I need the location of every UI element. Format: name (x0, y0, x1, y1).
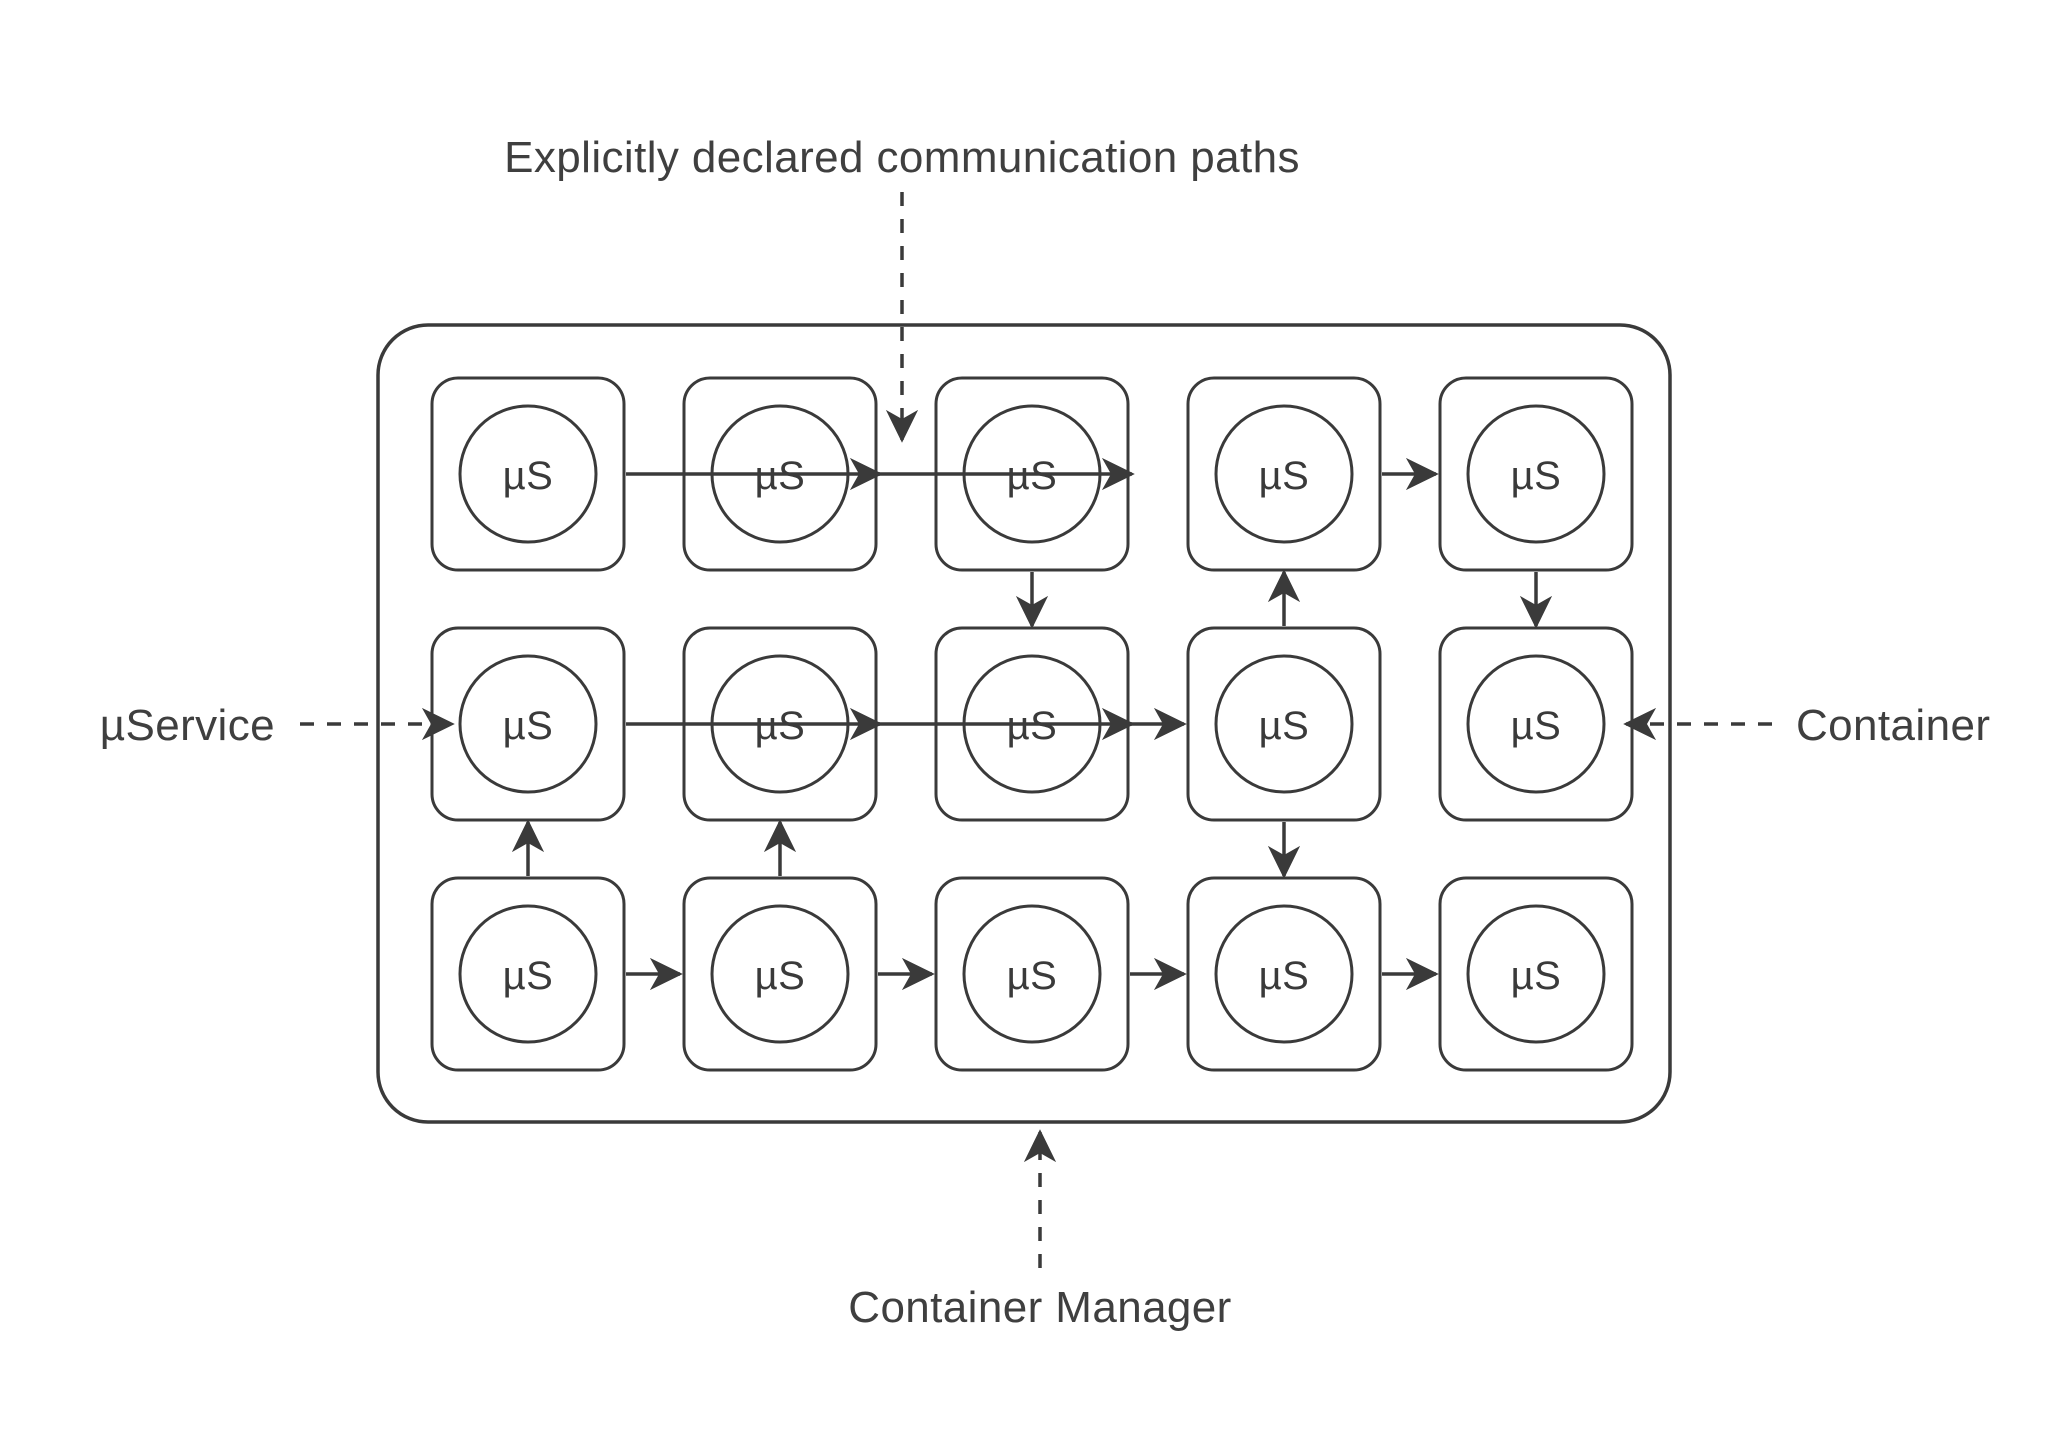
microservice-circle (1466, 654, 1606, 794)
microservice-circle (458, 404, 598, 544)
microservice-label: µS (1259, 704, 1310, 748)
microservice-label: µS (1259, 954, 1310, 998)
container-r3c1[interactable]: µS (430, 876, 626, 1072)
callout-container: Container (1623, 701, 1990, 750)
microservice-label: µS (503, 954, 554, 998)
microservice-circle (1466, 404, 1606, 544)
container-box (430, 876, 626, 1072)
container-manager-boundary (376, 323, 1672, 1124)
container-r3c5[interactable]: µS (1438, 876, 1634, 1072)
container-r1c4[interactable]: µS (1186, 376, 1382, 572)
container-box (1186, 626, 1382, 822)
callout-communication-paths: Explicitly declared communication paths (504, 133, 1300, 443)
callout-container-manager: Container Manager (848, 1129, 1231, 1332)
container-row-3: µS µS µS µS µS (430, 876, 1634, 1072)
container-box (430, 376, 626, 572)
container-box (1438, 876, 1634, 1072)
microservice-circle (1214, 654, 1354, 794)
microservice-label: µS (755, 454, 806, 498)
callout-label-container: Container (1796, 701, 1990, 750)
callout-microservice: µService (100, 701, 455, 750)
callout-label-container-manager: Container Manager (848, 1283, 1231, 1332)
container-row-2: µS µS µS µS µS (430, 626, 1634, 822)
container-row-1: µS µS µS µS µS (430, 376, 1634, 572)
microservice-circle (1466, 904, 1606, 1044)
container-r2c1[interactable]: µS (430, 626, 626, 822)
microservice-circle (1214, 404, 1354, 544)
microservice-circle (458, 904, 598, 1044)
microservice-label: µS (1259, 454, 1310, 498)
microservice-circle (1214, 904, 1354, 1044)
container-r3c3[interactable]: µS (934, 876, 1130, 1072)
container-r1c1[interactable]: µS (430, 376, 626, 572)
container-r3c4[interactable]: µS (1186, 876, 1382, 1072)
container-box (1438, 376, 1634, 572)
microservice-label: µS (503, 454, 554, 498)
container-r1c5[interactable]: µS (1438, 376, 1634, 572)
microservice-label: µS (1007, 454, 1058, 498)
microservice-circle (710, 904, 850, 1044)
container-r3c2[interactable]: µS (682, 876, 878, 1072)
microservice-label: µS (1511, 454, 1562, 498)
microservice-label: µS (1511, 954, 1562, 998)
microservice-label: µS (1007, 954, 1058, 998)
microservice-label: µS (1511, 704, 1562, 748)
container-box (682, 876, 878, 1072)
container-r2c5[interactable]: µS (1438, 626, 1634, 822)
callout-label-microservice: µService (100, 701, 275, 750)
container-r2c4[interactable]: µS (1186, 626, 1382, 822)
callout-label-communication-paths: Explicitly declared communication paths (504, 133, 1300, 182)
microservice-circle (962, 904, 1102, 1044)
communication-edges (511, 457, 1553, 991)
container-box (934, 876, 1130, 1072)
microservice-circle (458, 654, 598, 794)
microservice-label: µS (755, 704, 806, 748)
microservice-label: µS (503, 704, 554, 748)
microservice-label: µS (755, 954, 806, 998)
microservice-label: µS (1007, 704, 1058, 748)
